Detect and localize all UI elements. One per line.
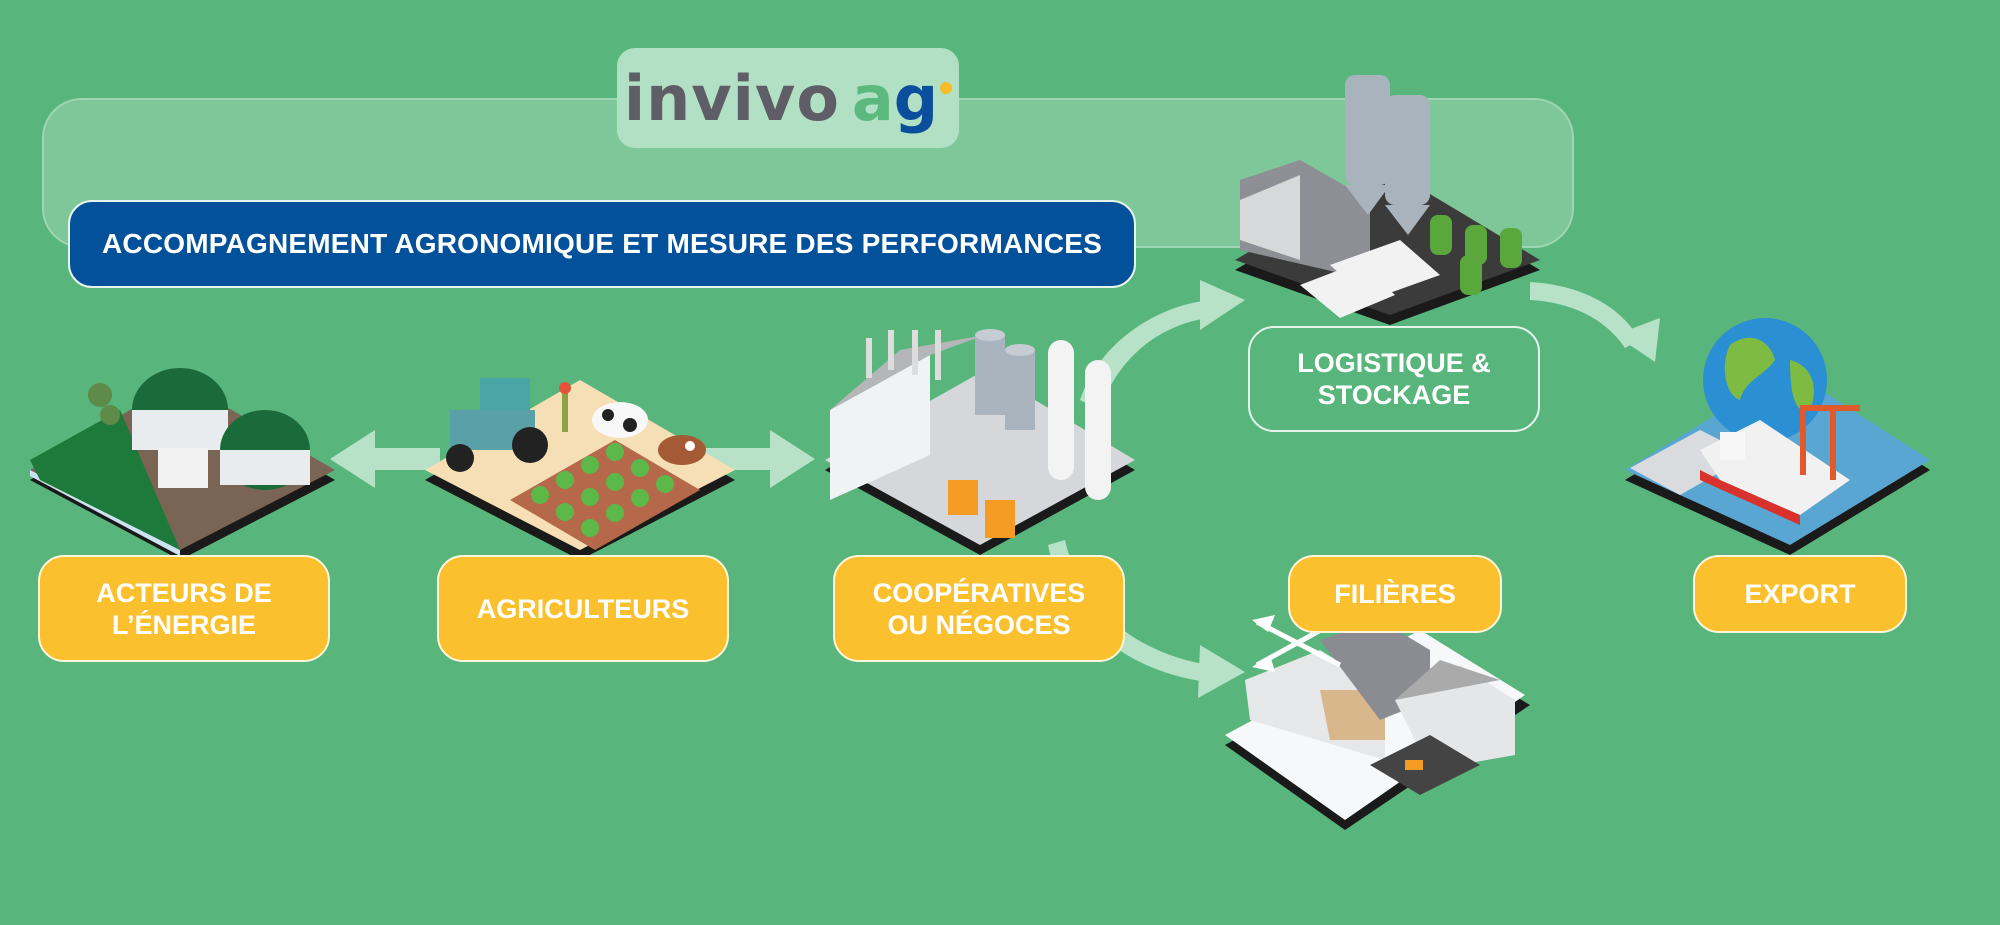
label-line-2: L’ÉNERGIE xyxy=(111,609,256,640)
exchange-arrowheads xyxy=(1252,615,1275,672)
node-filieres[interactable]: FILIÈRES xyxy=(1288,555,1502,633)
node-logistique-label: LOGISTIQUE &STOCKAGE xyxy=(1297,347,1491,411)
agronomic-banner: ACCOMPAGNEMENT AGRONOMIQUE ET MESURE DES… xyxy=(68,200,1136,288)
invivo-ag-logo: invivo ag xyxy=(617,48,959,148)
label-line-1: LOGISTIQUE & xyxy=(1297,348,1491,378)
processing-plant-illustration xyxy=(825,329,1135,555)
logo-g: g xyxy=(893,61,939,135)
label-line-2: STOCKAGE xyxy=(1317,380,1471,410)
label-line-2: OU NÉGOCES xyxy=(887,609,1071,640)
label-line-1: ACTEURS DE xyxy=(96,577,272,608)
node-logistique-stockage[interactable]: LOGISTIQUE &STOCKAGE xyxy=(1248,326,1540,432)
logo-text-ag: ag xyxy=(851,61,953,135)
biogas-plant-illustration xyxy=(30,368,335,560)
farm-illustration xyxy=(425,378,735,560)
label-line-1: COOPÉRATIVES xyxy=(872,577,1086,608)
node-export-label: EXPORT xyxy=(1744,579,1856,609)
industrial-buildings-illustration xyxy=(1225,620,1530,830)
node-export[interactable]: EXPORT xyxy=(1693,555,1907,633)
node-agriculteurs-label: AGRICULTEURS xyxy=(476,593,690,624)
logo-text-invivo: invivo xyxy=(623,61,840,135)
arrow-to-energie xyxy=(330,430,440,488)
node-filieres-label: FILIÈRES xyxy=(1334,579,1456,609)
globe-ship-port-illustration xyxy=(1625,318,1930,555)
logo-a: a xyxy=(851,61,894,135)
logo-dot-icon xyxy=(940,81,953,94)
node-agriculteurs[interactable]: AGRICULTEURS xyxy=(437,555,729,662)
silos-trucks-illustration xyxy=(1235,75,1540,325)
arrow-to-export xyxy=(1530,282,1660,362)
